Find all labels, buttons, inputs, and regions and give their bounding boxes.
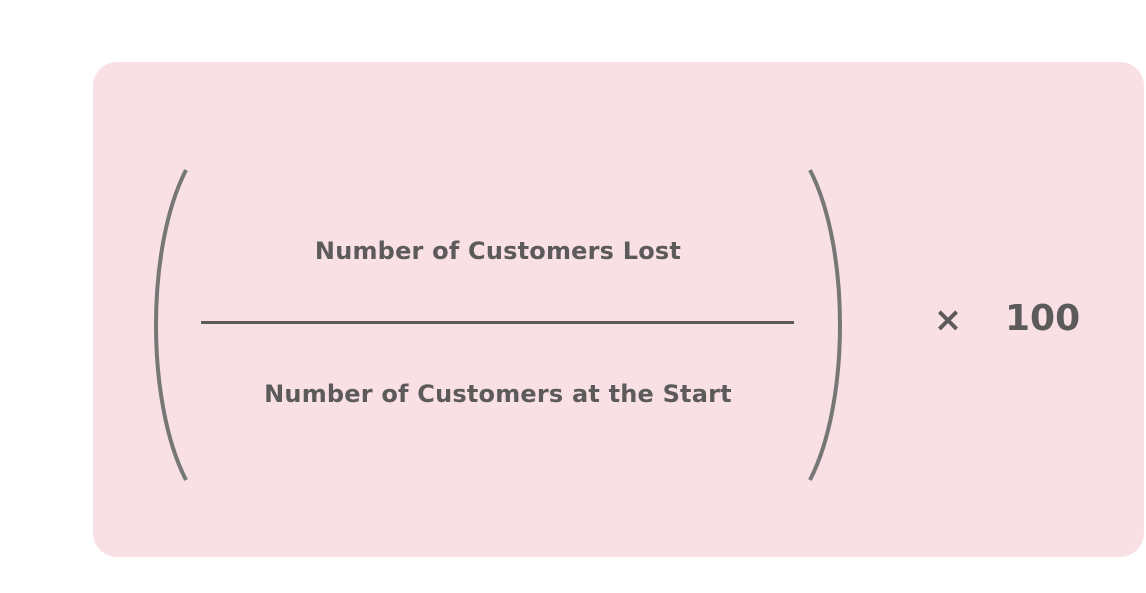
formula-card	[93, 62, 1144, 557]
multiplier-value: 100	[1005, 298, 1081, 339]
left-parenthesis	[140, 168, 190, 482]
right-parenthesis	[806, 168, 856, 482]
numerator-text: Number of Customers Lost	[314, 237, 682, 265]
multiply-sign: ×	[933, 300, 963, 340]
denominator-text: Number of Customers at the Start	[264, 380, 732, 408]
fraction-bar	[201, 321, 794, 324]
